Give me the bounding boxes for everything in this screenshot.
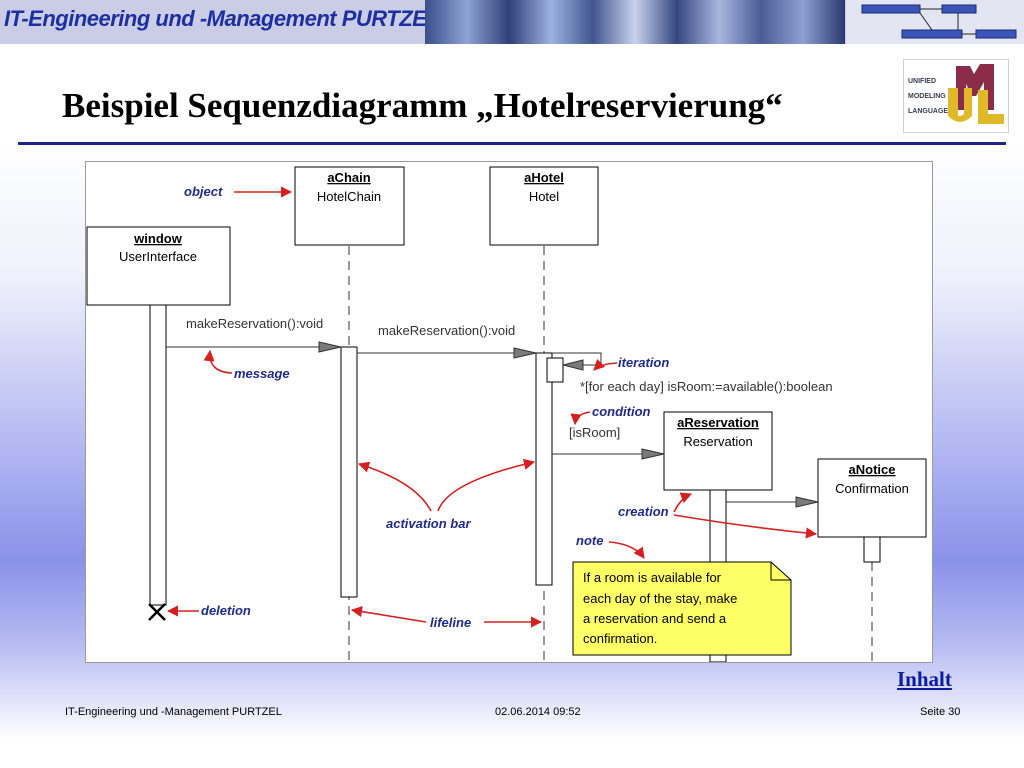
object-achain — [294, 166, 405, 246]
annotation-arrow-condition — [570, 411, 591, 426]
object-areservation-class: Reservation — [683, 434, 752, 449]
thumbnail-diagram-icon — [861, 4, 1017, 39]
annotation-iteration: iteration — [618, 355, 669, 370]
sequence-diagram: window UserInterface aChain HotelChain a… — [85, 161, 933, 663]
object-anotice-id: aNotice — [849, 462, 896, 477]
annotation-arrow-creation-1 — [673, 492, 693, 513]
activation-bar-ahotel-nested — [546, 357, 564, 383]
annotation-arrow-note — [608, 541, 645, 559]
annotation-message: message — [234, 366, 290, 381]
object-achain-id: aChain — [327, 170, 370, 185]
annotation-arrow-iteration — [593, 358, 618, 371]
annotation-arrow-creation-2 — [673, 514, 818, 539]
activation-bar-ahotel — [535, 352, 553, 586]
footer-date: 02.06.2014 09:52 — [495, 706, 581, 718]
note-line-4: confirmation. — [583, 631, 657, 646]
object-ahotel — [489, 166, 599, 246]
activation-bar-window — [149, 304, 167, 606]
banner-title: IT-Engineering und -Management PURTZEL — [4, 6, 440, 31]
logo-text-line1: UNIFIED — [908, 78, 936, 85]
page-title: Beispiel Sequenzdiagramm „Hotelreservier… — [62, 86, 783, 125]
annotation-note: note — [576, 533, 603, 548]
object-anotice-class: Confirmation — [835, 481, 909, 496]
deletion-x-icon — [148, 603, 166, 621]
annotation-arrow-message — [203, 349, 233, 374]
activation-bar-achain — [340, 346, 358, 598]
message-label-3: *[for each day] isRoom:=available():bool… — [580, 379, 833, 394]
object-window-id: window — [133, 231, 183, 246]
object-ahotel-id: aHotel — [524, 170, 564, 185]
banner-image-strip — [425, 0, 845, 44]
title-divider — [18, 142, 1006, 145]
message-arrowhead-4 — [641, 448, 665, 460]
note-box — [572, 561, 792, 656]
object-areservation — [663, 411, 773, 491]
inhalt-link[interactable]: Inhalt — [897, 667, 952, 691]
logo-text-line3: LANGUAGE — [908, 108, 949, 115]
message-arrowhead-2 — [513, 347, 537, 359]
activation-bar-anotice — [863, 536, 881, 563]
annotation-deletion: deletion — [201, 603, 251, 618]
footer-page-number: Seite 30 — [920, 706, 961, 718]
annotation-lifeline: lifeline — [430, 615, 471, 630]
object-ahotel-class: Hotel — [529, 189, 559, 204]
annotation-condition: condition — [592, 404, 651, 419]
uml-logo: UNIFIED MODELING LANGUAGE — [903, 59, 1009, 133]
note-line-2: each day of the stay, make — [583, 591, 737, 606]
message-arrowhead-5 — [795, 496, 819, 508]
annotation-object: object — [184, 184, 223, 199]
annotation-creation: creation — [618, 504, 669, 519]
message-label-2: makeReservation():void — [378, 323, 515, 338]
sequence-diagram-canvas: window UserInterface aChain HotelChain a… — [86, 166, 927, 662]
note-line-1: If a room is available for — [583, 570, 722, 585]
logo-text-line2: MODELING — [908, 93, 946, 100]
banner-diagram-thumbnail — [846, 0, 1024, 44]
uml-logo-icon — [948, 64, 1004, 124]
message-arrowhead-self — [562, 359, 584, 371]
footer-left: IT-Engineering und -Management PURTZEL — [65, 706, 282, 718]
note-line-3: a reservation and send a — [583, 611, 727, 626]
note-corner — [770, 562, 791, 581]
object-window-class: UserInterface — [119, 249, 197, 264]
header-banner: IT-Engineering und -Management PURTZEL — [0, 0, 1024, 44]
object-achain-class: HotelChain — [317, 189, 381, 204]
annotation-arrow-activation-1 — [357, 461, 432, 512]
annotation-activation-bar: activation bar — [386, 516, 471, 531]
object-areservation-id: aReservation — [677, 415, 759, 430]
annotation-arrow-lifeline-1 — [350, 606, 427, 623]
message-label-1: makeReservation():void — [186, 316, 323, 331]
annotation-arrow-activation-2 — [437, 458, 536, 512]
message-label-4: [isRoom] — [569, 425, 620, 440]
object-anotice — [817, 458, 927, 538]
object-window — [86, 226, 231, 306]
message-arrowhead-1 — [318, 341, 342, 353]
